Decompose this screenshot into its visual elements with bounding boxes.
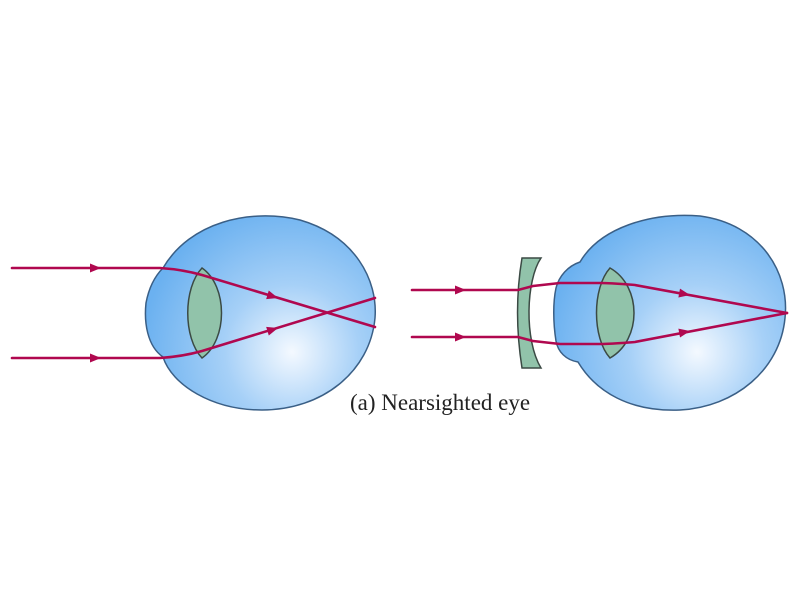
diverging-corrective-lens	[516, 257, 543, 369]
arrow-icon	[266, 326, 278, 336]
crystalline-lens-right	[595, 267, 635, 359]
ray-upper-right	[410, 281, 789, 315]
eyeball-left	[144, 215, 376, 411]
arrow-icon	[90, 263, 101, 273]
arrow-icon	[455, 285, 466, 295]
light-rays-right	[410, 281, 789, 346]
light-rays-left	[10, 266, 377, 360]
arrow-icon	[266, 290, 278, 300]
figure-caption: (a) Nearsighted eye	[350, 390, 531, 415]
arrow-icon	[678, 288, 690, 298]
ray-arrows-left	[90, 263, 278, 363]
ray-arrows-right	[455, 285, 690, 342]
arrow-icon	[455, 332, 466, 342]
arrow-icon	[90, 353, 101, 363]
arrow-icon	[678, 328, 690, 338]
crystalline-lens-left	[187, 267, 223, 359]
uncorrected-eye	[10, 215, 377, 411]
ray-upper-left	[10, 266, 377, 329]
ray-lower-left	[10, 296, 377, 360]
corrected-eye	[410, 214, 789, 411]
ray-lower-right	[410, 311, 789, 346]
eyeball-right	[553, 214, 787, 411]
